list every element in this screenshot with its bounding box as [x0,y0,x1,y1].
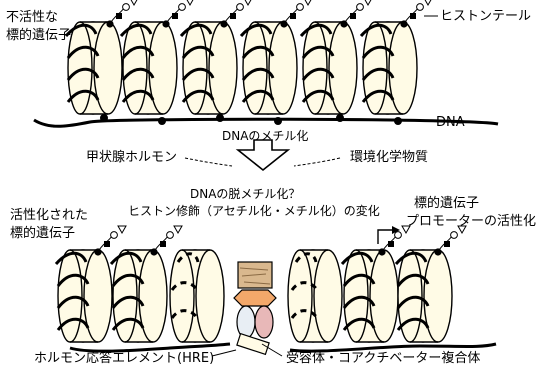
label-receptor-complex: 受容体・コアクチベーター複合体 [286,351,481,366]
label-demethylation: DNAの脱メチル化？ [190,187,301,201]
label-activated-gene-2: 標的遺伝子 [10,226,76,241]
top-chromatin [33,0,499,128]
label-dna-methylation: DNAのメチル化 [222,129,309,143]
label-histone-modification: ヒストン修飾（アセチル化・メチル化）の変化 [128,204,380,218]
receptor-hexagon [233,289,277,307]
label-inactive-gene-1: 不活性な [6,10,59,25]
bottom-dna-right [289,342,497,353]
label-thyroid-hormone: 甲状腺ホルモン [86,150,178,165]
receptor-right-unit [254,305,274,339]
label-target-gene: 標的遺伝子 [414,196,480,211]
label-activated-gene-1: 活性化された [10,208,89,223]
label-inactive-gene-2: 標的遺伝子 [6,28,72,43]
label-promoter-activation: プロモーターの活性化 [406,214,537,229]
transition-arrow [184,139,341,172]
label-dna: DNA [436,115,465,130]
promoter-arrow [377,229,392,244]
label-histone-tail: ヒストンテール [440,9,532,24]
hre-element [236,332,270,356]
receptor-complex [233,261,277,356]
bottom-dna-left [69,342,231,353]
label-env-chemicals: 環境化学物質 [350,150,429,165]
bottom-chromatin [54,225,497,353]
label-hre: ホルモン応答エレメント(HRE) [34,351,215,366]
receptor-left-unit [236,305,256,339]
